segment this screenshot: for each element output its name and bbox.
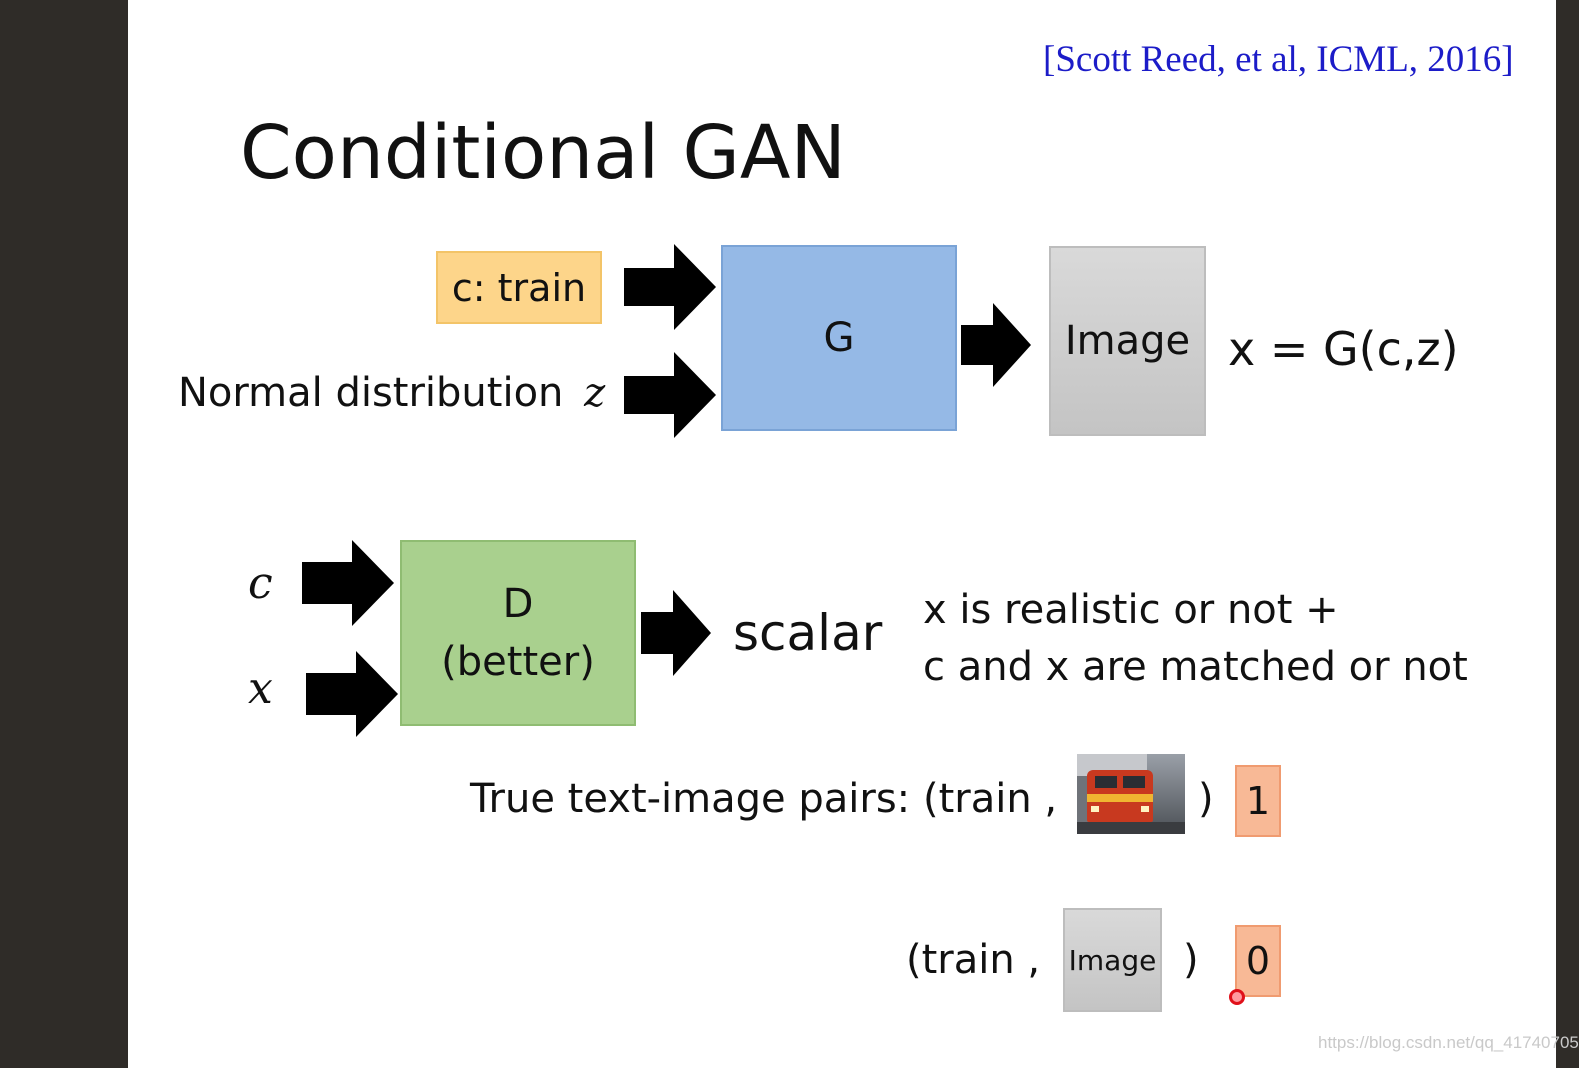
true-pair-close: ): [1198, 776, 1214, 822]
noise-variable: z: [584, 370, 606, 416]
condition-box: c: train: [436, 251, 602, 324]
explanation-line-1: x is realistic or not +: [923, 587, 1339, 633]
false-score-box: 0: [1235, 925, 1281, 997]
laser-pointer-dot: [1229, 989, 1245, 1005]
true-score-box: 1: [1235, 765, 1281, 837]
generator-block: G: [721, 245, 957, 431]
false-image-box: Image: [1063, 908, 1162, 1012]
arrow-x-to-d: [306, 651, 398, 737]
generated-image-label: Image: [1064, 318, 1191, 364]
false-image-label: Image: [1068, 943, 1157, 977]
true-pair-open: (train ,: [923, 776, 1058, 822]
discriminator-sublabel: (better): [441, 639, 595, 685]
discriminator-label: D: [502, 581, 534, 627]
false-score: 0: [1245, 939, 1271, 983]
false-pair-open: (train ,: [906, 937, 1041, 983]
arrow-g-to-image: [961, 303, 1031, 387]
slide-title: Conditional GAN: [240, 110, 846, 196]
citation: [Scott Reed, et al, ICML, 2016]: [1043, 39, 1514, 80]
left-dark-border: [0, 0, 128, 1068]
watermark: https://blog.csdn.net/qq_41740705: [1318, 1033, 1579, 1052]
disc-input-c: c: [248, 558, 273, 609]
disc-input-x: x: [248, 663, 273, 714]
arrow-condition-to-g: [624, 244, 716, 330]
slide: [Scott Reed, et al, ICML, 2016] Conditio…: [128, 0, 1579, 1068]
true-pairs-label: True text-image pairs:: [470, 776, 911, 822]
arrow-noise-to-g: [624, 352, 716, 438]
false-pair-close: ): [1183, 937, 1199, 983]
condition-label: c: train: [451, 265, 587, 310]
generator-label: G: [823, 315, 855, 361]
train-photo: [1077, 754, 1185, 834]
generated-image-box: Image: [1049, 246, 1206, 436]
scalar-label: scalar: [733, 604, 883, 662]
explanation-line-2: c and x are matched or not: [923, 644, 1468, 690]
noise-label: Normal distribution: [178, 370, 564, 416]
arrow-d-to-scalar: [641, 590, 711, 676]
disc-explanation: x is realistic or not + c and x are matc…: [923, 582, 1468, 696]
right-dark-border: [1556, 0, 1579, 1068]
arrow-c-to-d: [302, 540, 394, 626]
noise-label-row: Normal distribution z: [178, 370, 605, 416]
generator-equation: x = G(c,z): [1228, 322, 1459, 376]
true-score: 1: [1245, 779, 1271, 823]
discriminator-block: D (better): [400, 540, 636, 726]
